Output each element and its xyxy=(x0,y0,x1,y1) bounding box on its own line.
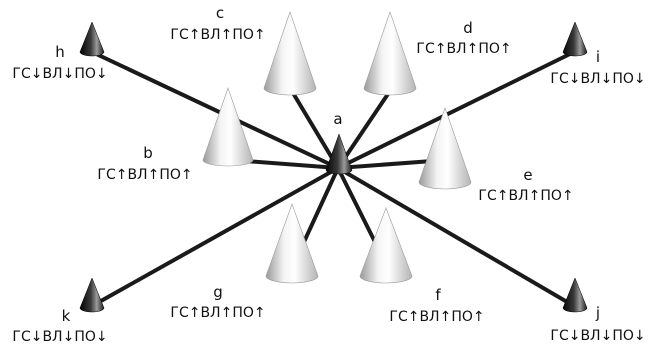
cone-f xyxy=(359,207,413,284)
connector-a-c xyxy=(288,86,340,170)
label-g-signature: ГС↑ВЛ↑ПО↑ xyxy=(170,305,265,321)
connector-lines xyxy=(90,50,576,308)
label-c-letter: c xyxy=(216,4,224,22)
connector-a-h xyxy=(90,50,340,170)
label-c-signature: ГС↑ВЛ↑ПО↑ xyxy=(170,27,265,43)
label-f-letter: f xyxy=(435,286,441,304)
label-h-signature: ГС↓ВЛ↓ПО↓ xyxy=(12,66,107,82)
connector-a-j xyxy=(336,166,576,308)
cone-c xyxy=(263,11,317,96)
cone-d xyxy=(363,11,417,96)
cone-a xyxy=(325,133,353,175)
label-i-letter: i xyxy=(596,48,600,66)
connector-a-k xyxy=(90,166,340,308)
label-b-letter: b xyxy=(143,144,153,162)
cone-k xyxy=(79,277,105,313)
label-j-letter: j xyxy=(595,304,600,322)
label-g-letter: g xyxy=(213,283,223,301)
cone-h xyxy=(79,21,105,57)
cone-g xyxy=(265,203,319,284)
label-k-signature: ГС↓ВЛ↓ПО↓ xyxy=(12,329,107,345)
label-d-letter: d xyxy=(463,19,473,37)
label-f-signature: ГС↑ВЛ↑ПО↑ xyxy=(389,309,484,325)
label-i-signature: ГС↓ВЛ↓ПО↓ xyxy=(550,71,645,87)
label-e-signature: ГС↑ВЛ↑ПО↑ xyxy=(478,188,573,204)
connector-a-i xyxy=(336,50,576,170)
label-e-letter: e xyxy=(523,166,532,184)
label-a-letter: a xyxy=(333,110,342,128)
cone-j xyxy=(562,277,588,313)
cone-b xyxy=(202,87,254,167)
label-j-signature: ГС↓ВЛ↓ПО↓ xyxy=(550,328,645,344)
cone-e xyxy=(418,107,472,190)
connector-a-d xyxy=(336,86,394,170)
label-d-signature: ГС↑ВЛ↑ПО↑ xyxy=(416,41,511,57)
label-b-signature: ГС↑ВЛ↑ПО↑ xyxy=(97,167,192,183)
label-h-letter: h xyxy=(55,43,65,61)
label-k-letter: k xyxy=(62,307,71,325)
cone-i xyxy=(562,21,588,57)
